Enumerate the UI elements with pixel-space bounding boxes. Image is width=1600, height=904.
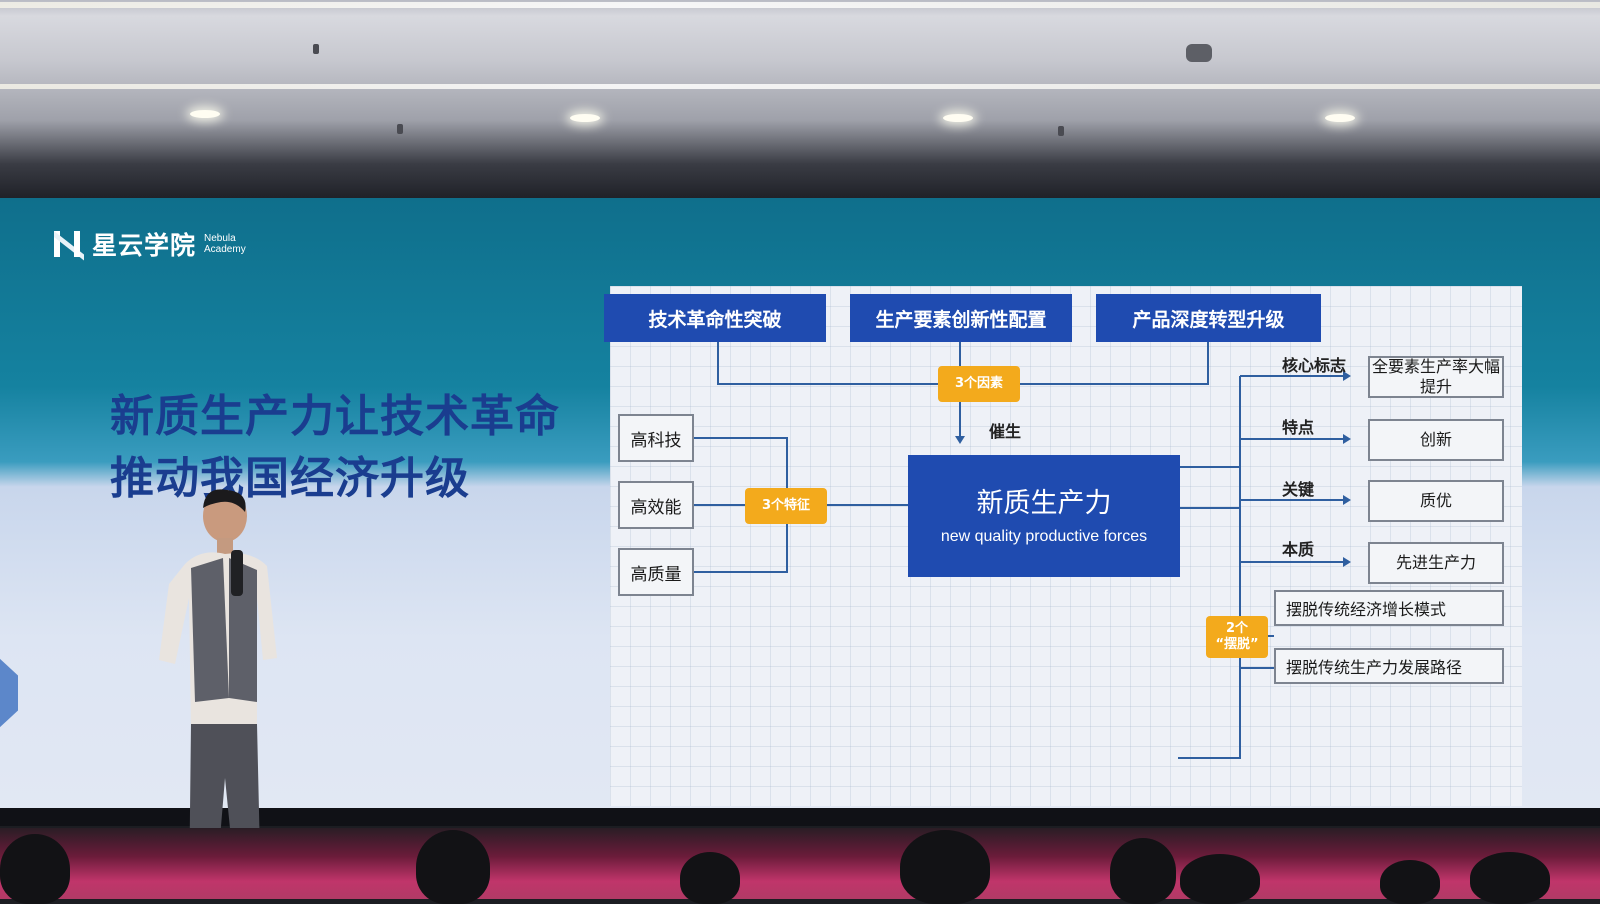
escapes-badge-line: 2个 — [1225, 621, 1249, 636]
audience-head — [0, 834, 70, 904]
escape-box: 摆脱传统经济增长模式 — [1274, 590, 1504, 626]
feature-box: 高效能 — [618, 481, 694, 529]
audience-head — [900, 830, 990, 904]
attribute-label: 关键 — [1282, 480, 1315, 499]
audience-head — [416, 830, 490, 904]
arrow-label: 催生 — [989, 422, 1022, 441]
attribute-label: 特点 — [1282, 418, 1315, 437]
ceiling-spotlight — [570, 114, 600, 122]
slide-headline: 新质生产力让技术革命 推动我国经济升级 — [110, 386, 560, 510]
factor-box: 技术革命性突破 — [604, 294, 826, 342]
escapes-badge-line: “摆脱” — [1215, 637, 1259, 652]
diagram-panel: 技术革命性突破 生产要素创新性配置 产品深度转型升级 3个因素 催生 高科技 高… — [604, 286, 1522, 806]
features-badge: 3个特征 — [745, 488, 827, 524]
feature-box: 高质量 — [618, 548, 694, 596]
headline-line-2: 推动我国经济升级 — [110, 453, 470, 504]
nebula-academy-logo: 星云学院 Nebula Academy — [54, 226, 246, 262]
core-concept-english: new quality productive forces — [940, 528, 1148, 545]
feature-box: 高科技 — [618, 414, 694, 462]
attribute-label: 本质 — [1282, 540, 1315, 559]
ceiling-light-strip — [0, 84, 1600, 89]
logo-english-line: Nebula — [204, 233, 236, 244]
ceiling — [0, 0, 1600, 200]
factors-badge: 3个因素 — [938, 366, 1020, 402]
core-concept-box: 新质生产力 new quality productive forces — [908, 455, 1180, 577]
factor-box: 生产要素创新性配置 — [850, 294, 1072, 342]
audience-head — [680, 852, 740, 904]
logo-name: 星云学院 — [92, 231, 197, 260]
nebula-logo-icon — [54, 229, 84, 261]
audience-head — [1470, 852, 1550, 904]
escape-box: 摆脱传统生产力发展路径 — [1274, 648, 1504, 684]
headline-line-1: 新质生产力让技术革命 — [110, 391, 560, 442]
logo-english-line: Academy — [204, 244, 246, 255]
ceiling-spotlight — [1325, 114, 1355, 122]
factor-box: 产品深度转型升级 — [1096, 294, 1321, 342]
logo-english-name: Nebula Academy — [204, 233, 246, 255]
ceiling-spotlight — [943, 114, 973, 122]
audience-head — [1110, 838, 1176, 904]
core-concept-title: 新质生产力 — [976, 488, 1112, 519]
ceiling-light-strip — [0, 2, 1600, 8]
escapes-badge: 2个 “摆脱” — [1206, 616, 1268, 658]
attribute-label: 核心标志 — [1282, 356, 1347, 375]
attribute-value: 创新 — [1368, 419, 1504, 461]
ceiling-fixture — [313, 44, 319, 54]
ceiling-fixture — [397, 124, 403, 134]
ceiling-fixture — [1058, 126, 1064, 136]
ceiling-spotlight — [190, 110, 220, 118]
audience-head — [1180, 854, 1260, 904]
attribute-value: 质优 — [1368, 480, 1504, 522]
screen-bezel — [0, 808, 1600, 826]
ceiling-camera — [1186, 44, 1212, 62]
audience-head — [1380, 860, 1440, 904]
stage-floor — [0, 828, 1600, 899]
attribute-value: 全要素生产率大幅提升 — [1368, 356, 1504, 398]
decorative-hexagon — [0, 658, 18, 728]
attribute-value: 先进生产力 — [1368, 542, 1504, 584]
